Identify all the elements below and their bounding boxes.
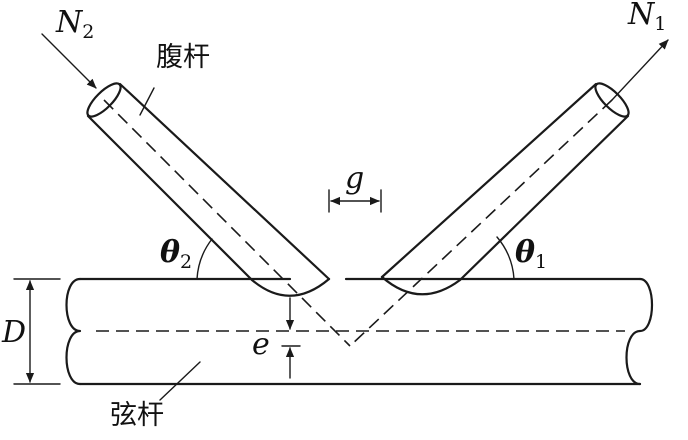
brace-label-leader <box>139 87 155 116</box>
angle-label-theta1: θ1 <box>515 235 547 273</box>
angle-arc-theta2 <box>196 238 213 280</box>
force-arrow-n2 <box>41 33 97 89</box>
gap-label: g <box>345 161 364 196</box>
brace-member-label: 腹杆 <box>156 42 210 73</box>
eccentricity-dimension <box>281 297 301 379</box>
chord-member-label: 弦杆 <box>110 400 164 431</box>
diameter-label: D <box>1 315 26 350</box>
force-label-n1: N1 <box>627 0 666 35</box>
force-arrow-n1 <box>611 39 669 101</box>
chord-label-leader <box>159 361 201 401</box>
chord-tube <box>65 277 654 386</box>
right-brace-tube <box>349 82 630 347</box>
angle-label-theta2: θ2 <box>160 235 192 273</box>
angle-arc-theta1 <box>496 236 515 280</box>
left-brace-tube <box>86 82 351 347</box>
force-label-n2: N2 <box>55 5 94 43</box>
gap-dimension <box>328 189 382 213</box>
eccentricity-label: e <box>252 327 270 362</box>
diameter-dimension <box>13 278 61 385</box>
